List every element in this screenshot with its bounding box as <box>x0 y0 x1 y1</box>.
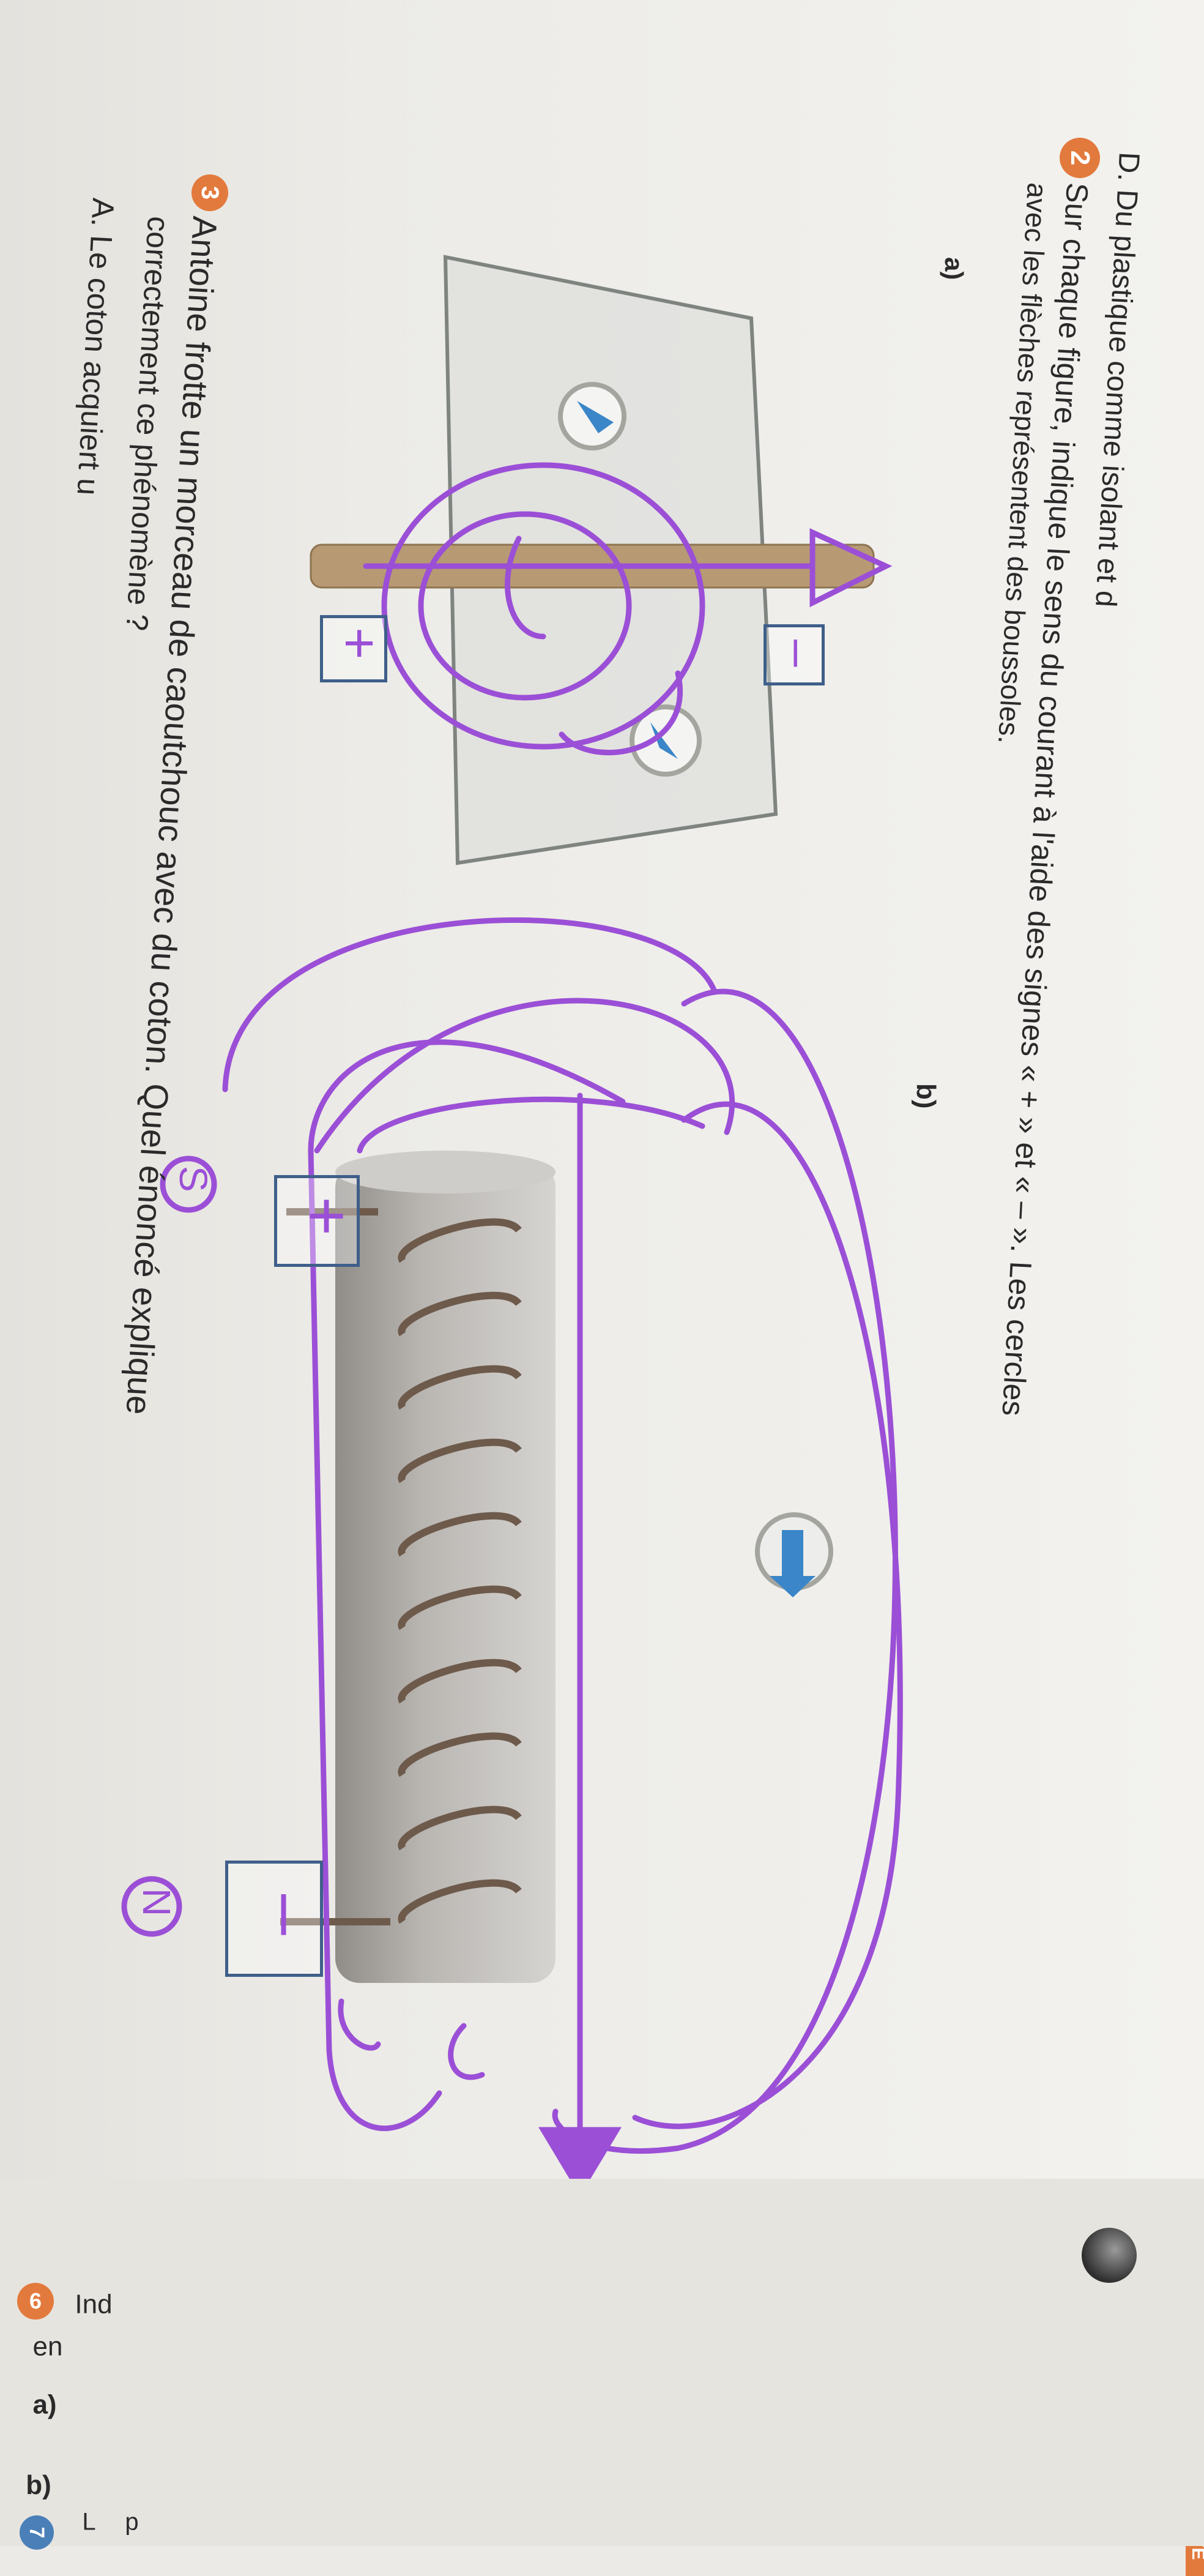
coil-turns <box>280 1208 522 1925</box>
compass-left-arrow <box>577 401 614 433</box>
north-pole-label: N <box>135 1888 179 1917</box>
question-6-option-b: b) <box>26 2470 51 2500</box>
south-pole-label: S <box>171 1166 215 1192</box>
iron-core <box>335 1163 556 1983</box>
question-7-number: 7 <box>20 2515 54 2550</box>
right-page-edge <box>0 2179 1204 2546</box>
compass-solenoid-arrow <box>770 1530 816 1597</box>
figure-a-annotations <box>363 462 893 755</box>
question-3-number: 3 <box>191 174 228 211</box>
question-6-text: Ind <box>75 2289 113 2320</box>
figure-b-left-sign: + <box>289 1197 365 1236</box>
binder-ring <box>1082 2228 1137 2283</box>
question-6-number: 6 <box>17 2283 54 2320</box>
compass-right <box>630 704 702 777</box>
compass-right-arrow <box>650 722 678 759</box>
question-6-line2: en <box>32 2331 63 2362</box>
figure-b-right-sign: – <box>249 1894 331 1935</box>
question-7-text: L <box>82 2508 96 2536</box>
iron-core-end <box>335 1151 556 1193</box>
question-7-line2: p <box>125 2508 139 2536</box>
figure-b-annotations <box>121 917 903 2197</box>
question-6-option-a: a) <box>32 2389 57 2420</box>
